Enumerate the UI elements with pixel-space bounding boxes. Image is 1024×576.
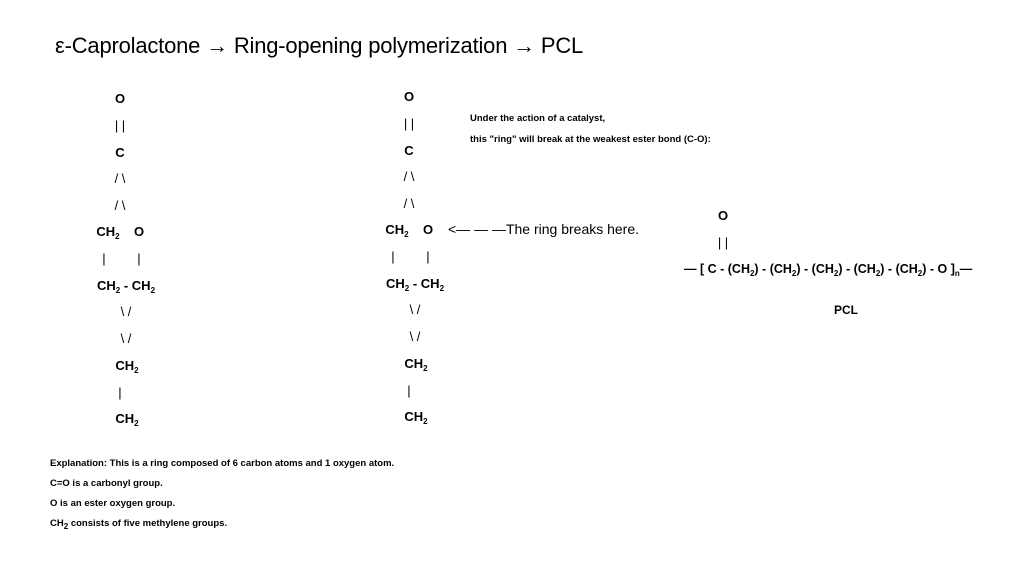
vertical-bond-right: |	[137, 251, 141, 266]
vertical-bond-left: |	[102, 251, 106, 266]
bond-converge-lower: \ /	[120, 331, 132, 346]
vertical-bond-left: |	[391, 249, 395, 264]
methylene-pair: CH2 - CH2	[96, 278, 156, 295]
methylene-bottom: CH2	[115, 411, 139, 428]
methylene-lower: CH2	[404, 356, 428, 373]
ring-break-callout: <— — —The ring breaks here.	[448, 221, 640, 237]
pcl-double-bond: | |	[717, 235, 729, 250]
bond-converge-upper: \ /	[409, 302, 421, 317]
carbonyl-oxygen: O	[114, 91, 126, 106]
bond-converge-upper: \ /	[120, 304, 132, 319]
methylene-left: CH2	[96, 224, 120, 241]
methylene-lower: CH2	[115, 358, 139, 375]
catalyst-note-line1: Under the action of a catalyst,	[470, 113, 606, 124]
vertical-bond-right: |	[426, 249, 430, 264]
pcl-carbonyl-oxygen: O	[717, 208, 729, 223]
catalyst-note-line2: this "ring" will break at the weakest es…	[470, 134, 711, 145]
methylene-bottom: CH2	[404, 409, 428, 426]
ester-oxygen: O	[422, 222, 434, 237]
vertical-bond-bottom: |	[407, 383, 411, 398]
bond-lower: / \	[403, 196, 415, 211]
methylene-left: CH2	[385, 222, 409, 239]
vertical-bond-bottom: |	[118, 385, 122, 400]
double-bond: | |	[403, 116, 415, 131]
explanation-line3: O is an ester oxygen group.	[50, 498, 176, 509]
pcl-repeat-unit: — [ C - (CH2) - (CH2) - (CH2) - (CH2) - …	[684, 262, 973, 278]
explanation-line4: CH2 consists of five methylene groups.	[50, 518, 228, 531]
bond-converge-lower: \ /	[409, 329, 421, 344]
bond-lower: / \	[114, 198, 126, 213]
carbonyl-carbon: C	[404, 143, 414, 158]
ester-oxygen: O	[133, 224, 145, 239]
double-bond: | |	[114, 118, 126, 133]
methylene-pair: CH2 - CH2	[385, 276, 445, 293]
bond-upper: / \	[114, 171, 126, 186]
carbonyl-oxygen: O	[403, 89, 415, 104]
carbonyl-carbon: C	[115, 145, 125, 160]
explanation-line1: Explanation: This is a ring composed of …	[50, 458, 395, 469]
bond-upper: / \	[403, 169, 415, 184]
pcl-label: PCL	[834, 303, 858, 317]
diagram-title: ε-Caprolactone → Ring-opening polymeriza…	[55, 33, 584, 58]
explanation-line2: C=O is a carbonyl group.	[50, 478, 163, 489]
